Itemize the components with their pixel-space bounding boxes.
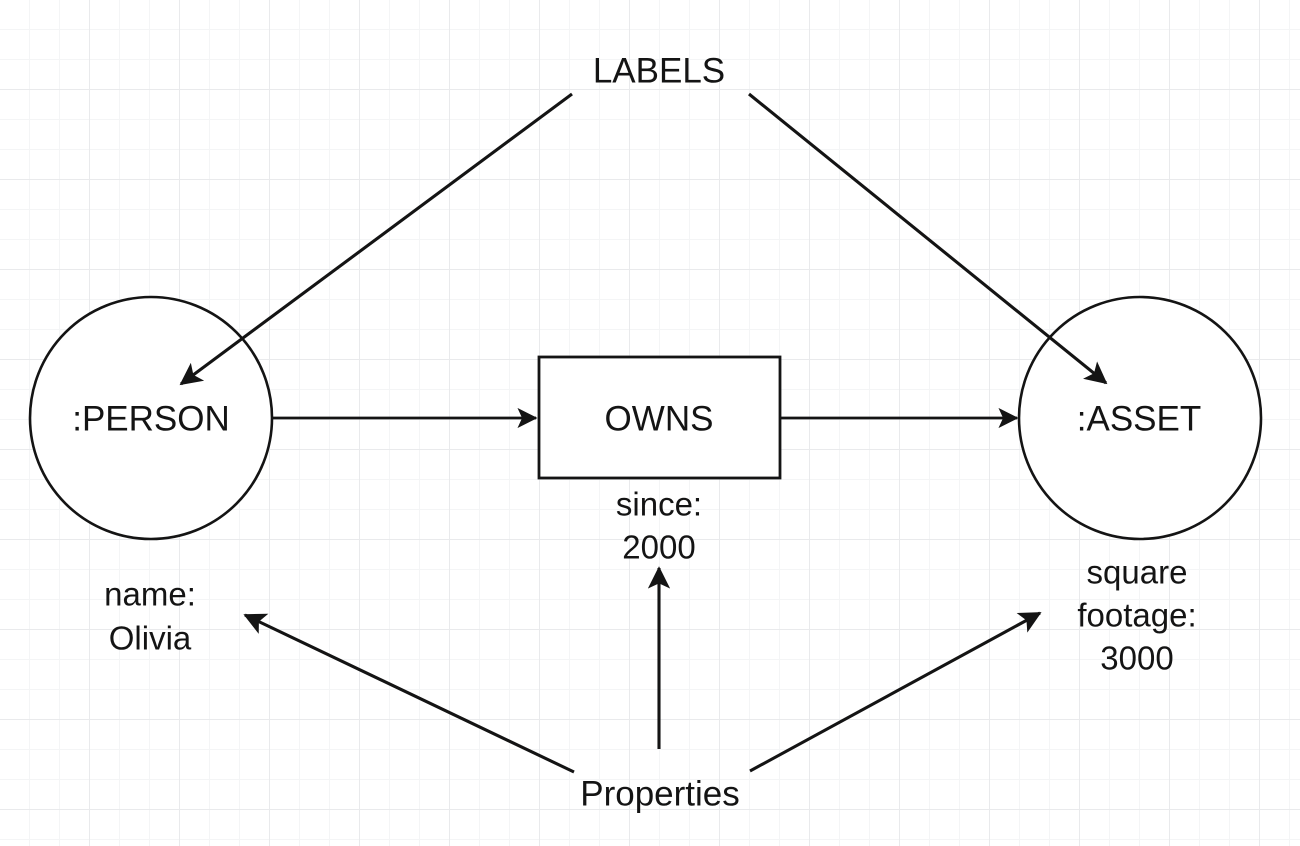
node-property-asset-line-3: 3000 bbox=[1100, 639, 1174, 677]
node-property-asset-line-1: square bbox=[1086, 553, 1188, 591]
relationship-label-owns: OWNS bbox=[604, 399, 714, 439]
node-property-person-line-2: Olivia bbox=[108, 619, 192, 657]
leader-labels-to-person bbox=[179, 92, 573, 386]
node-label-asset: :ASSET bbox=[1076, 399, 1202, 439]
annotation-labels: LABELS bbox=[592, 51, 726, 91]
relationship-property-owns-line-1: since: bbox=[615, 485, 703, 523]
leader-properties-to-person-props bbox=[243, 613, 575, 774]
annotation-properties: Properties bbox=[580, 774, 740, 814]
relationship-owns-rect[interactable] bbox=[537, 355, 782, 480]
relationship-property-owns-line-2: 2000 bbox=[622, 528, 696, 566]
node-asset-circle[interactable] bbox=[1017, 295, 1263, 541]
leader-properties-to-asset-props bbox=[749, 611, 1042, 773]
node-property-asset-line-2: footage: bbox=[1077, 596, 1197, 634]
node-label-person: :PERSON bbox=[72, 399, 230, 439]
node-property-person-line-1: name: bbox=[104, 575, 196, 613]
leader-labels-to-asset bbox=[748, 92, 1108, 385]
